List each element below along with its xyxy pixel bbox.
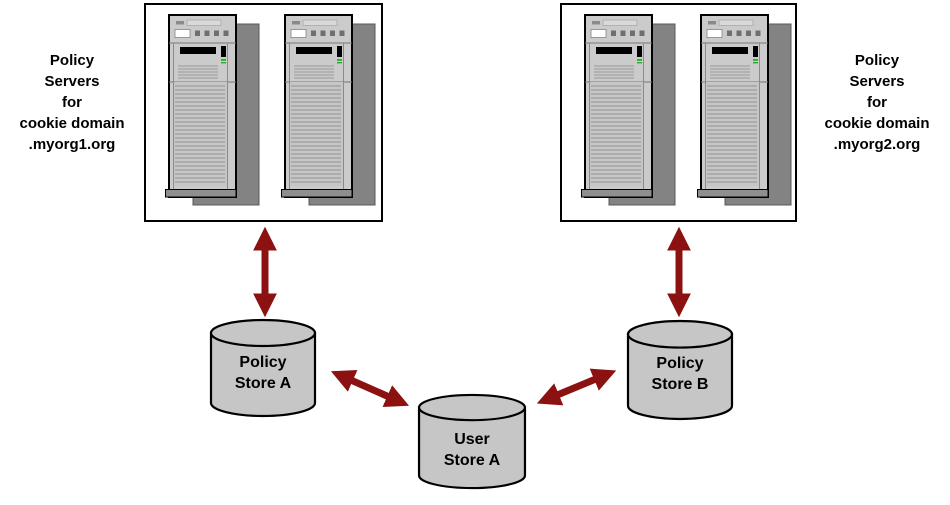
user-store-a-label: User Store A (443, 431, 501, 469)
server-tower-icon (281, 14, 377, 206)
policy-store-a-label: Policy Store A (234, 354, 292, 392)
policy-servers-myorg2-box (560, 3, 797, 222)
policy-servers-myorg1-box (144, 3, 383, 222)
server-tower-icon (697, 14, 793, 206)
arrow-policy-store-a-user-store-a (330, 369, 410, 408)
server-tower-icon (581, 14, 677, 206)
policy-servers-myorg1-label: Policy Servers for cookie domain .myorg1… (19, 52, 125, 153)
policy-store-b-label: Policy Store B (651, 355, 709, 393)
server-tower-icon (165, 14, 261, 206)
arrow-policy-store-b-user-store-a (536, 368, 617, 406)
policy-servers-myorg2-label: Policy Servers for cookie domain .myorg2… (824, 52, 930, 153)
